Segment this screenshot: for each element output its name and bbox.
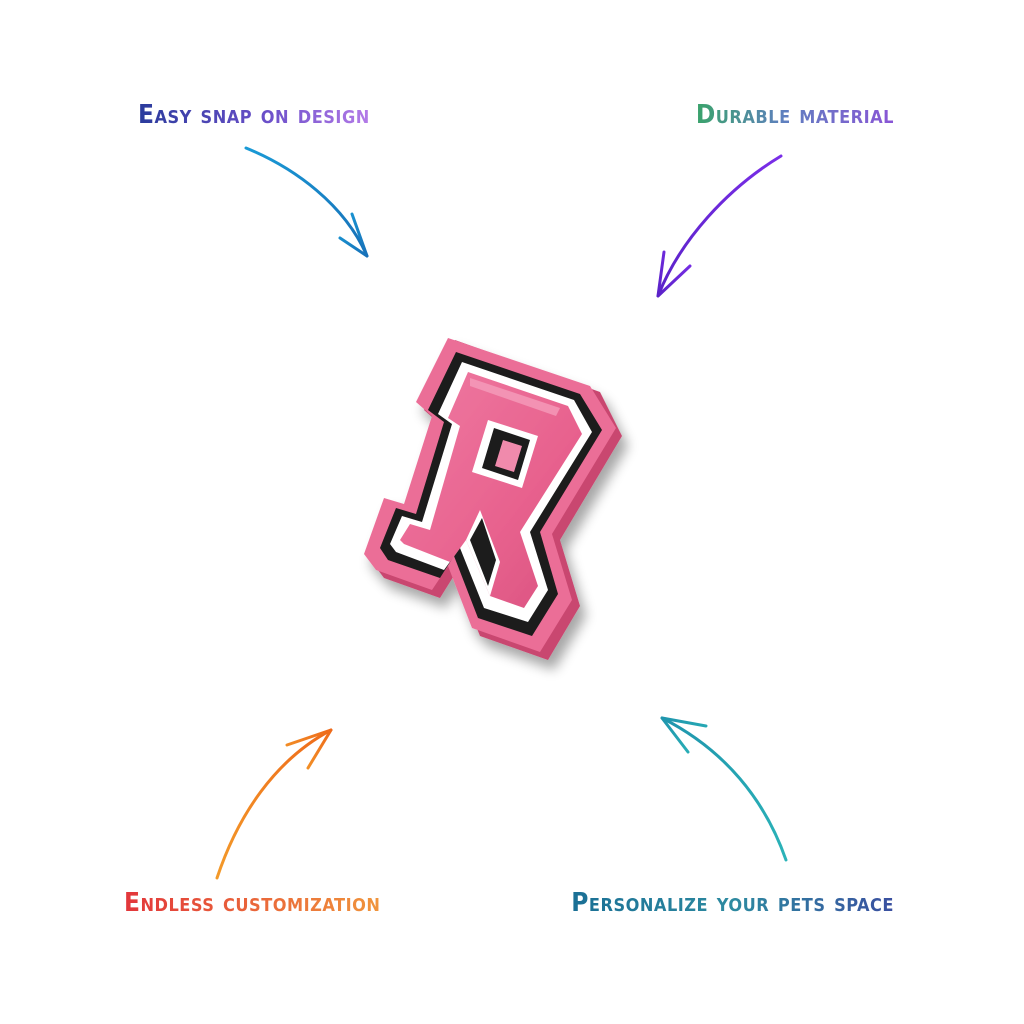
feature-label-personalize: Personalize your pets space [571, 888, 894, 918]
arrow-top-left-icon [244, 146, 369, 258]
arrow-bottom-right-icon [660, 716, 788, 862]
arrow-top-right-icon [656, 154, 783, 298]
charm-body [364, 338, 622, 660]
feature-label-durable: Durable material [695, 100, 894, 130]
feature-label-customization: Endless customization [124, 888, 381, 918]
feature-label-snap-on: Easy snap on design [138, 100, 370, 130]
arrow-bottom-left-icon [215, 728, 333, 880]
